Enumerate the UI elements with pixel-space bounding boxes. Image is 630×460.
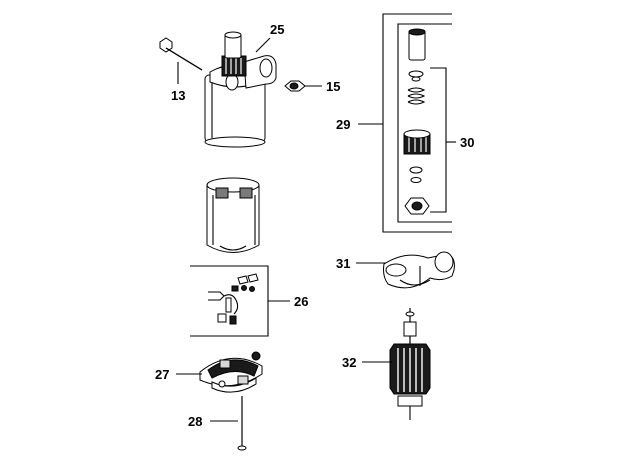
housing-sleeve: [206, 177, 260, 253]
callout-25: 25: [255, 22, 284, 53]
callout-32: 32: [342, 355, 392, 370]
callout-28: 28: [188, 414, 238, 429]
callout-15: 15: [304, 79, 340, 94]
callout-28-label: 28: [188, 414, 202, 429]
callout-32-label: 32: [342, 355, 356, 370]
callout-29-label: 29: [336, 117, 350, 132]
callout-27-label: 27: [155, 367, 169, 382]
part-27-end-cap: [199, 351, 263, 393]
callout-13-label: 13: [171, 88, 185, 103]
part-32-armature: [389, 308, 431, 420]
brush-kit-components: [208, 273, 259, 325]
callout-26: 26: [268, 294, 308, 309]
callout-26-label: 26: [294, 294, 308, 309]
callout-31: 31: [336, 256, 386, 271]
part-29-drive-kit-box: [382, 13, 452, 233]
part-31-bracket: [383, 251, 455, 289]
part-13-bolt: [159, 37, 203, 71]
callout-25-label: 25: [270, 22, 284, 37]
callout-15-label: 15: [326, 79, 340, 94]
part-28-through-bolt: [237, 396, 247, 451]
drive-kit-components: [403, 28, 431, 215]
callout-31-label: 31: [336, 256, 350, 271]
part-30-bracket: 30: [430, 67, 474, 213]
part-15-nut: [284, 80, 306, 92]
callout-29: 29: [336, 117, 383, 132]
callout-30-label: 30: [460, 135, 474, 150]
callout-27: 27: [155, 367, 202, 382]
part-25-starter-motor: [204, 31, 277, 148]
callout-13: 13: [171, 62, 185, 103]
